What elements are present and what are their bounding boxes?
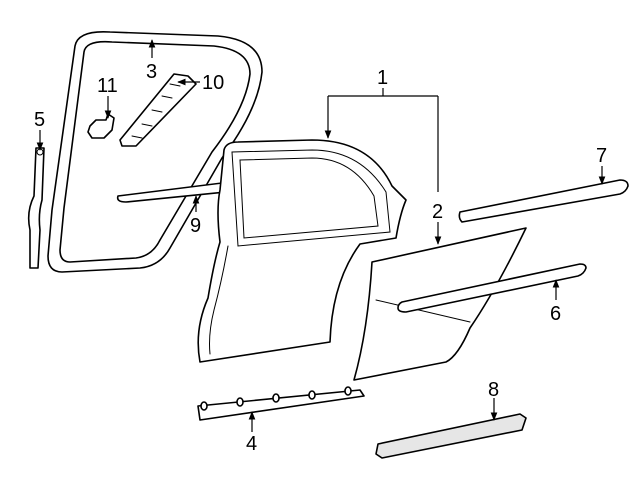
door-shell (197, 139, 407, 363)
callout-10: 10 (202, 72, 224, 94)
clip-part-11 (87, 113, 115, 139)
callout-7: 7 (596, 145, 607, 167)
callout-9: 9 (190, 215, 201, 237)
moulding-clip (344, 386, 352, 396)
inner-belt-moulding-part-10 (119, 73, 197, 147)
callout-1: 1 (377, 67, 388, 89)
lower-moulding-part-4 (197, 386, 365, 421)
callout-4: 4 (246, 433, 257, 455)
callout-5: 5 (34, 109, 45, 131)
moulding-clip (272, 393, 280, 403)
callout-2: 2 (432, 201, 443, 223)
leader-lines (36, 39, 606, 432)
side-moulding-part-6 (397, 263, 587, 313)
lower-trim-part-8 (375, 413, 527, 459)
moulding-clip (200, 401, 208, 411)
moulding-clip (236, 397, 244, 407)
callout-11: 11 (97, 75, 118, 97)
callout-8: 8 (488, 379, 499, 401)
door-check-part-5 (27, 147, 45, 269)
moulding-clip (308, 390, 316, 400)
callout-3: 3 (146, 61, 157, 83)
rocker-moulding-part-7 (458, 179, 629, 223)
callout-labels: 1 2 3 4 5 6 7 8 9 10 11 (34, 61, 607, 455)
callout-6: 6 (550, 303, 561, 325)
